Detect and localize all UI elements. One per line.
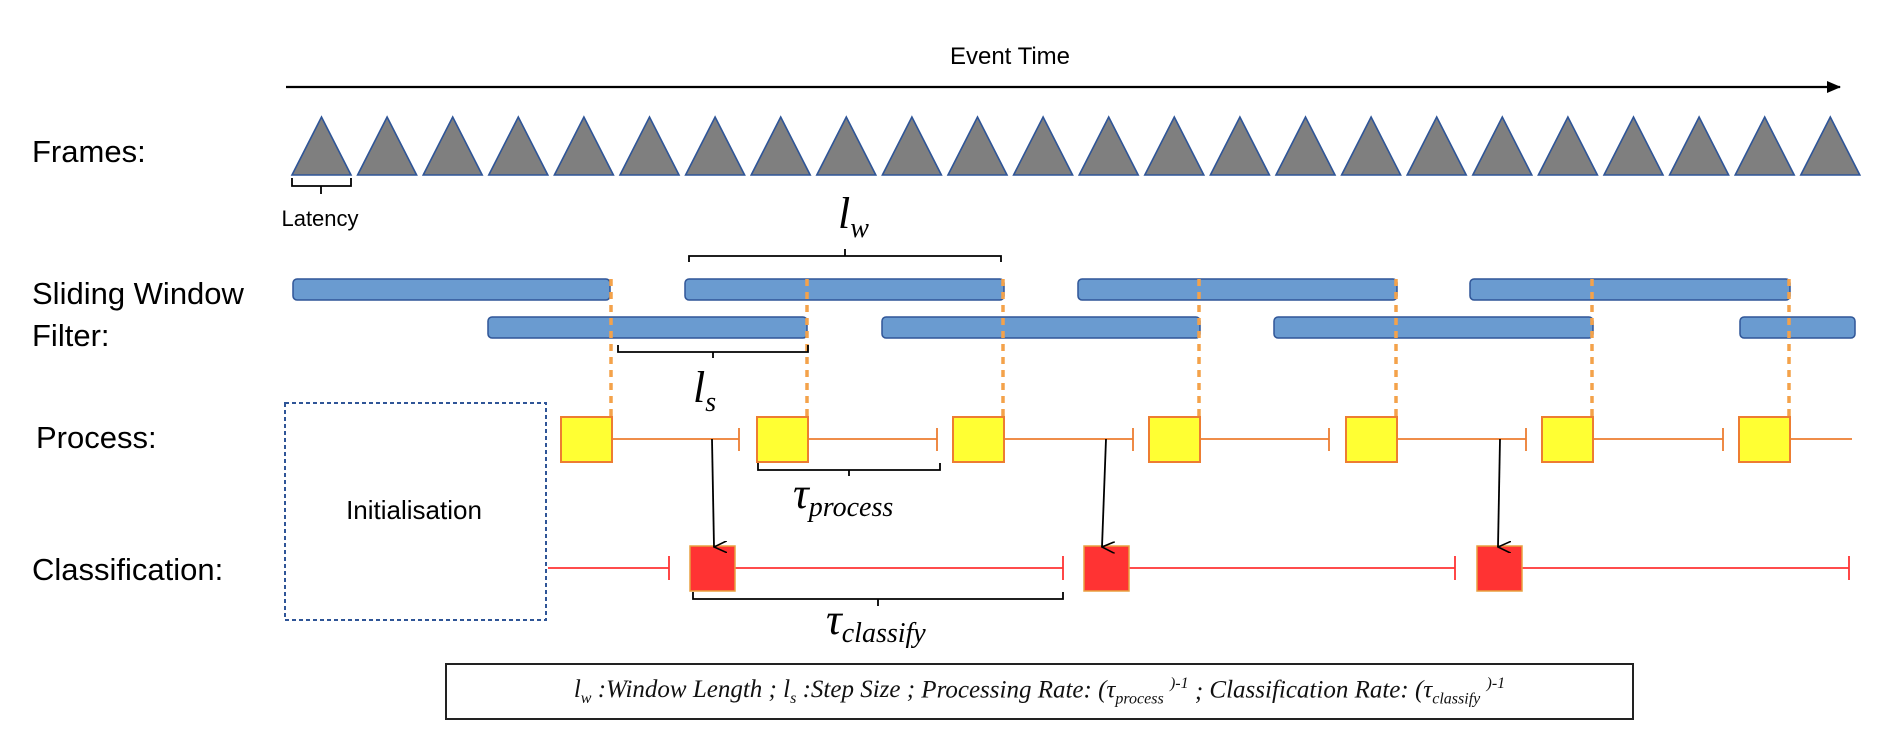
frame-triangle: [421, 115, 484, 176]
process-to-classify-arrow-2: [1102, 438, 1106, 547]
process-block: [560, 416, 613, 463]
frame-triangle: [618, 115, 681, 176]
process-to-classify-arrow-3: [1498, 438, 1500, 547]
sliding-windows: [292, 278, 1856, 339]
sliding-window-bar: [1469, 278, 1791, 301]
frame-triangle: [1799, 115, 1862, 176]
process-block: [1148, 416, 1201, 463]
frame-triangle: [881, 115, 943, 176]
frame-triangle: [1733, 115, 1796, 176]
process-block: [1738, 416, 1791, 463]
process-block: [1345, 416, 1398, 463]
window-length-symbol: lw: [838, 189, 869, 244]
sliding-window-bar: [881, 316, 1201, 339]
classification-row: [548, 545, 1850, 592]
frames-row-label: Frames:: [32, 134, 146, 169]
process-period-bracket: [757, 463, 941, 476]
initialisation-label: Initialisation: [346, 495, 482, 525]
process-to-classify-arrow-1: [711, 438, 714, 547]
filter-row-label: Filter:: [32, 318, 110, 353]
sliding-window-bar: [1077, 278, 1398, 301]
sliding-window-bar: [684, 278, 1005, 301]
classify-period-bracket: [692, 592, 1064, 606]
legend-processing-rate: Processing Rate: (τprocess )-1: [921, 674, 1189, 708]
sliding-window-bar: [487, 316, 808, 339]
legend-lw: lw :Window Length ;: [573, 675, 777, 707]
frame-triangle: [1012, 115, 1074, 176]
frame-triangle: [1471, 115, 1534, 176]
frame-triangle: [1602, 115, 1665, 176]
process-row-label: Process:: [36, 420, 157, 455]
step-size-bracket: [617, 345, 809, 358]
frame-triangle: [1340, 115, 1402, 176]
sliding-window-bar: [1273, 316, 1594, 339]
frame-triangle: [1209, 115, 1271, 176]
frame-triangle: [684, 115, 746, 176]
frame-triangle: [815, 115, 878, 176]
classify-period-symbol: τclassify: [826, 595, 926, 649]
window-length-bracket: [688, 249, 1002, 262]
frame-triangle: [749, 115, 812, 176]
legend-box: lw :Window Length ; ls :Step Size ; Proc…: [445, 663, 1634, 720]
step-size-symbol: ls: [693, 363, 716, 418]
window-end-guides: [609, 279, 1791, 417]
frame-triangle: [1274, 115, 1337, 176]
process-row: [560, 416, 1852, 463]
process-block: [756, 416, 809, 463]
frame-triangle: [1537, 115, 1599, 176]
event-time-label: Event Time: [950, 43, 1070, 70]
legend-ls: ls :Step Size ;: [783, 675, 916, 707]
initialisation-box: [284, 402, 547, 621]
process-block: [952, 416, 1005, 463]
process-period-symbol: τprocess: [793, 469, 893, 523]
frame-triangle: [1405, 115, 1468, 176]
classification-row-label: Classification:: [32, 552, 223, 587]
frame-triangle: [1077, 115, 1140, 176]
sliding-window-bar: [292, 278, 611, 301]
latency-label: Latency: [281, 206, 358, 231]
frame-triangle: [487, 115, 550, 176]
latency-bracket: [291, 178, 352, 194]
legend-separator: ;: [1194, 677, 1204, 705]
classify-block: [689, 545, 736, 592]
classify-block: [1083, 545, 1130, 592]
frame-triangle: [356, 115, 418, 176]
frame-triangle: [946, 115, 1009, 176]
sliding-window-bar: [1739, 316, 1856, 339]
frame-triangle: [1668, 115, 1730, 176]
frame-triangle: [553, 115, 615, 176]
frame-triangle: [290, 115, 353, 176]
process-block: [1541, 416, 1594, 463]
frames-row: [290, 115, 1862, 176]
sliding-window-row-label: Sliding Window: [32, 276, 245, 311]
classify-block: [1476, 545, 1523, 592]
legend-classification-rate: Classification Rate: (τclassify )-1: [1209, 674, 1506, 708]
frame-triangle: [1143, 115, 1206, 176]
